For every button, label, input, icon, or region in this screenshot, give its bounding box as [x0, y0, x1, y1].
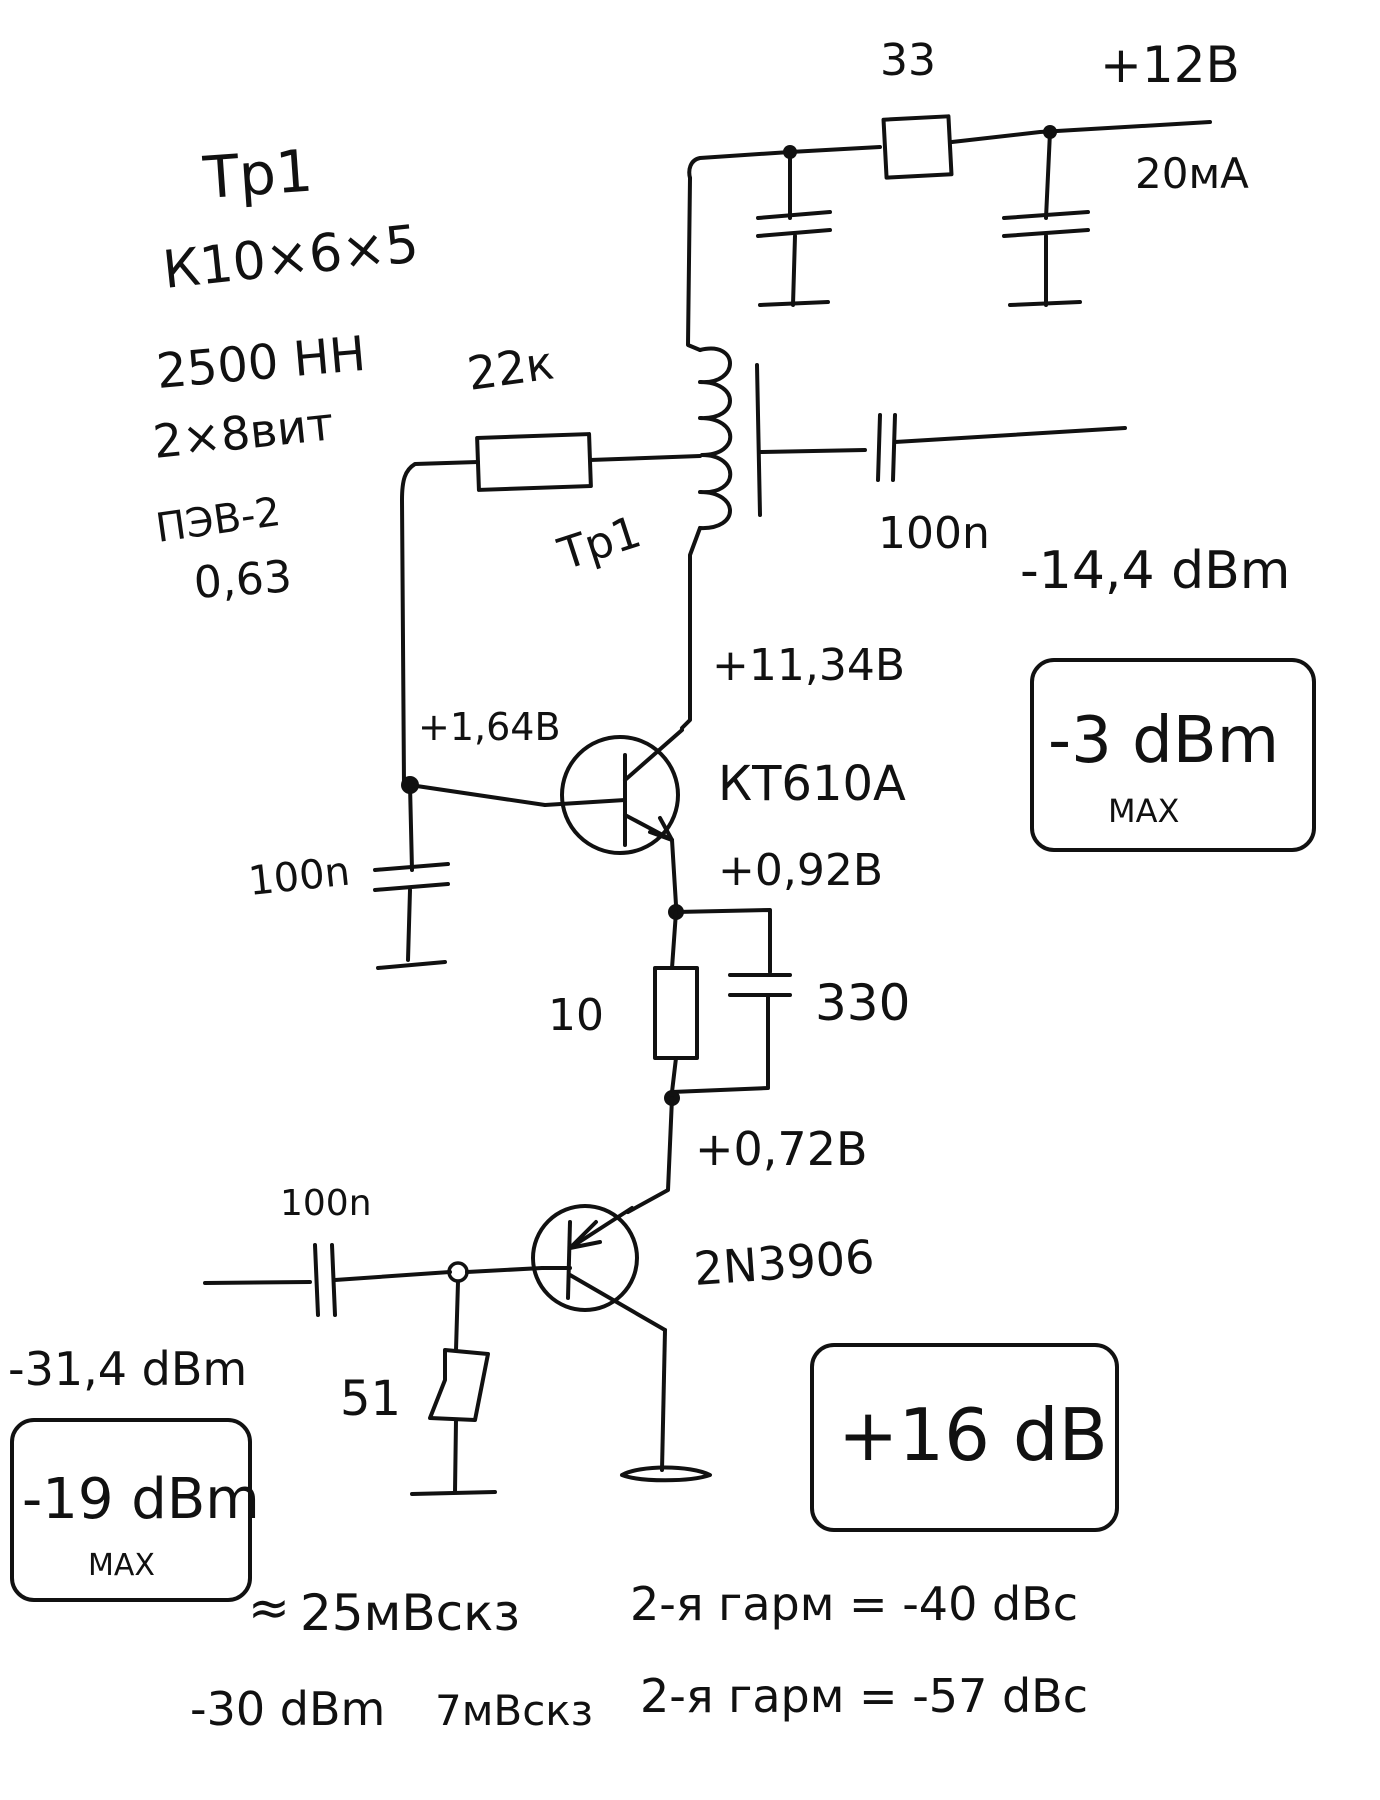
label-output-max-note: MAX — [1108, 792, 1179, 830]
label-input-max: -19 dBm — [22, 1467, 260, 1532]
label-input-level: -31,4 dBm — [8, 1342, 247, 1396]
transformer-tr1 — [588, 176, 867, 730]
note-rms-2: 7мВскз — [435, 1686, 593, 1735]
decoupling-capacitor-2 — [1002, 130, 1090, 307]
emitter-network — [626, 904, 792, 1214]
label-q2: 2N3906 — [692, 1229, 876, 1295]
note-harm-1: 2-я гарм = -40 dBc — [630, 1577, 1078, 1631]
label-output-max: -3 dBm — [1048, 704, 1279, 778]
label-supply-current: 20мА — [1135, 149, 1249, 198]
transformer-spec-block: Тр1 К10×6×5 2500 НН 2×8вит ПЭВ-2 0,63 — [151, 137, 422, 609]
label-collector-voltage: +11,34В — [712, 640, 905, 691]
gain-box — [810, 1343, 1119, 1532]
label-r-emitter: 10 — [548, 990, 604, 1041]
transistor-2n3906 — [531, 1204, 712, 1483]
label-base-voltage: +1,64В — [418, 705, 561, 749]
base-network — [373, 776, 547, 970]
label-r22k: 22к — [464, 335, 557, 400]
note-harm-2: 2-я гарм = -57 dBc — [640, 1669, 1088, 1723]
label-q2-emitter-voltage: +0,72В — [695, 1122, 868, 1176]
spec-title: Тр1 — [200, 137, 315, 213]
output-capacitor — [876, 413, 1127, 482]
resistor-33 — [881, 114, 954, 180]
input-max-box — [10, 1418, 252, 1602]
label-c-in: 100n — [280, 1183, 372, 1224]
decoupling-capacitor-1 — [756, 150, 832, 307]
output-max-box — [1030, 658, 1316, 852]
resistor-22k — [400, 432, 593, 787]
spec-core: К10×6×5 — [160, 214, 421, 300]
label-tr1: Тр1 — [552, 506, 647, 580]
label-supply-voltage: +12В — [1100, 36, 1240, 94]
note-equiv: ≈ — [248, 1579, 290, 1637]
transistor-kt610a — [543, 728, 684, 907]
label-gain: +16 dB — [838, 1393, 1108, 1477]
label-c-base: 100n — [246, 849, 352, 905]
label-q1: КТ610А — [718, 756, 906, 812]
note-level-2: -30 dBm — [190, 1682, 385, 1736]
label-emitter-voltage: +0,92В — [718, 845, 883, 896]
spec-diameter: 0,63 — [192, 551, 293, 609]
label-output-level: -14,4 dBm — [1020, 541, 1290, 601]
note-rms-1: 25мВскз — [300, 1584, 520, 1642]
spec-material: 2500 НН — [154, 326, 368, 400]
label-c-out: 100n — [878, 508, 990, 559]
label-r33: 33 — [880, 35, 936, 86]
spec-turns: 2×8вит — [151, 396, 337, 469]
label-r-in: 51 — [340, 1371, 401, 1427]
spec-wire: ПЭВ-2 — [153, 489, 284, 552]
label-c-emitter: 330 — [815, 974, 910, 1032]
input-network — [203, 1243, 544, 1496]
label-input-max-note: MAX — [88, 1548, 155, 1583]
